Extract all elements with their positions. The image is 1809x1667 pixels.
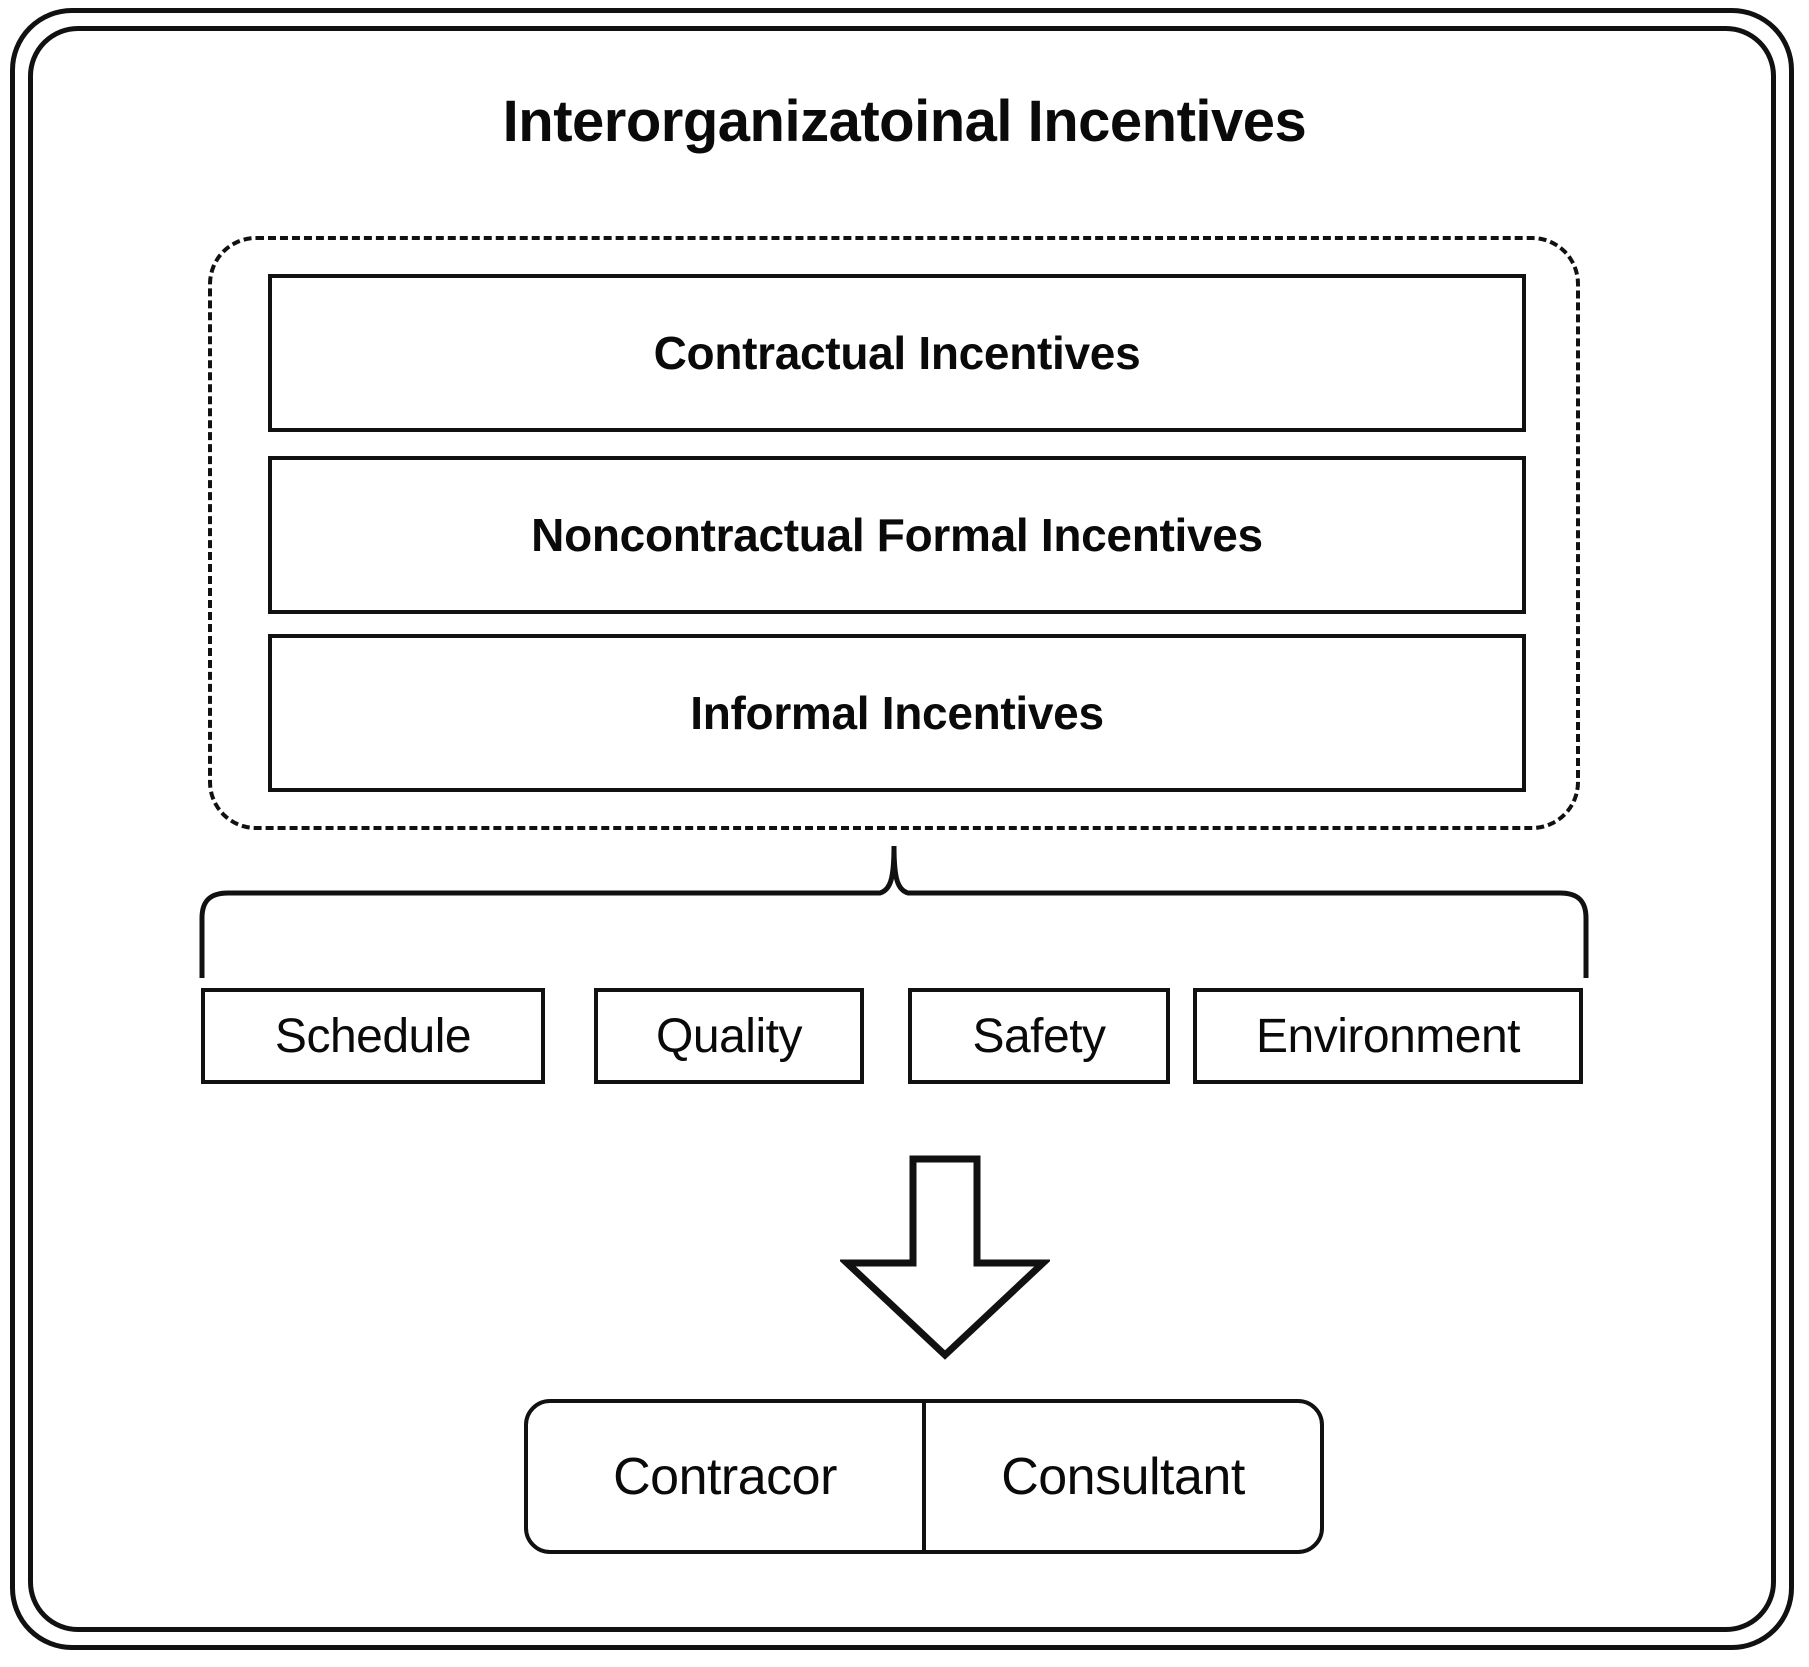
category-label: Safety (972, 1009, 1106, 1063)
incentive-box-noncontractual-formal[interactable]: Noncontractual Formal Incentives (268, 456, 1526, 614)
category-label: Schedule (274, 1009, 472, 1063)
category-box-quality[interactable]: Quality (594, 988, 864, 1084)
incentive-box-label: Noncontractual Formal Incentives (531, 509, 1263, 561)
incentive-box-label: Contractual Incentives (653, 327, 1141, 379)
actor-label: Consultant (1001, 1447, 1245, 1506)
category-box-schedule[interactable]: Schedule (201, 988, 545, 1084)
diagram-title: Interorganizatoinal Incentives (502, 89, 1307, 154)
incentive-box-contractual[interactable]: Contractual Incentives (268, 274, 1526, 432)
category-box-safety[interactable]: Safety (908, 988, 1170, 1084)
actor-label: Contracor (613, 1447, 837, 1506)
incentive-box-label: Informal Incentives (690, 687, 1104, 739)
incentive-group-dashed-container (208, 236, 1580, 830)
outer-frame-outer-line (10, 8, 1794, 1650)
category-label: Environment (1256, 1009, 1520, 1063)
incentive-box-informal[interactable]: Informal Incentives (268, 634, 1526, 792)
category-box-environment[interactable]: Environment (1193, 988, 1583, 1084)
curly-brace-icon (190, 846, 1598, 982)
outer-frame-inner-line (28, 26, 1776, 1632)
actor-cell-consultant[interactable]: Consultant (922, 1403, 1320, 1550)
actor-cell-contractor[interactable]: Contracor (528, 1403, 922, 1550)
down-arrow-icon (840, 1155, 1050, 1360)
actor-container: Contracor Consultant (524, 1399, 1324, 1554)
category-label: Quality (656, 1009, 802, 1063)
